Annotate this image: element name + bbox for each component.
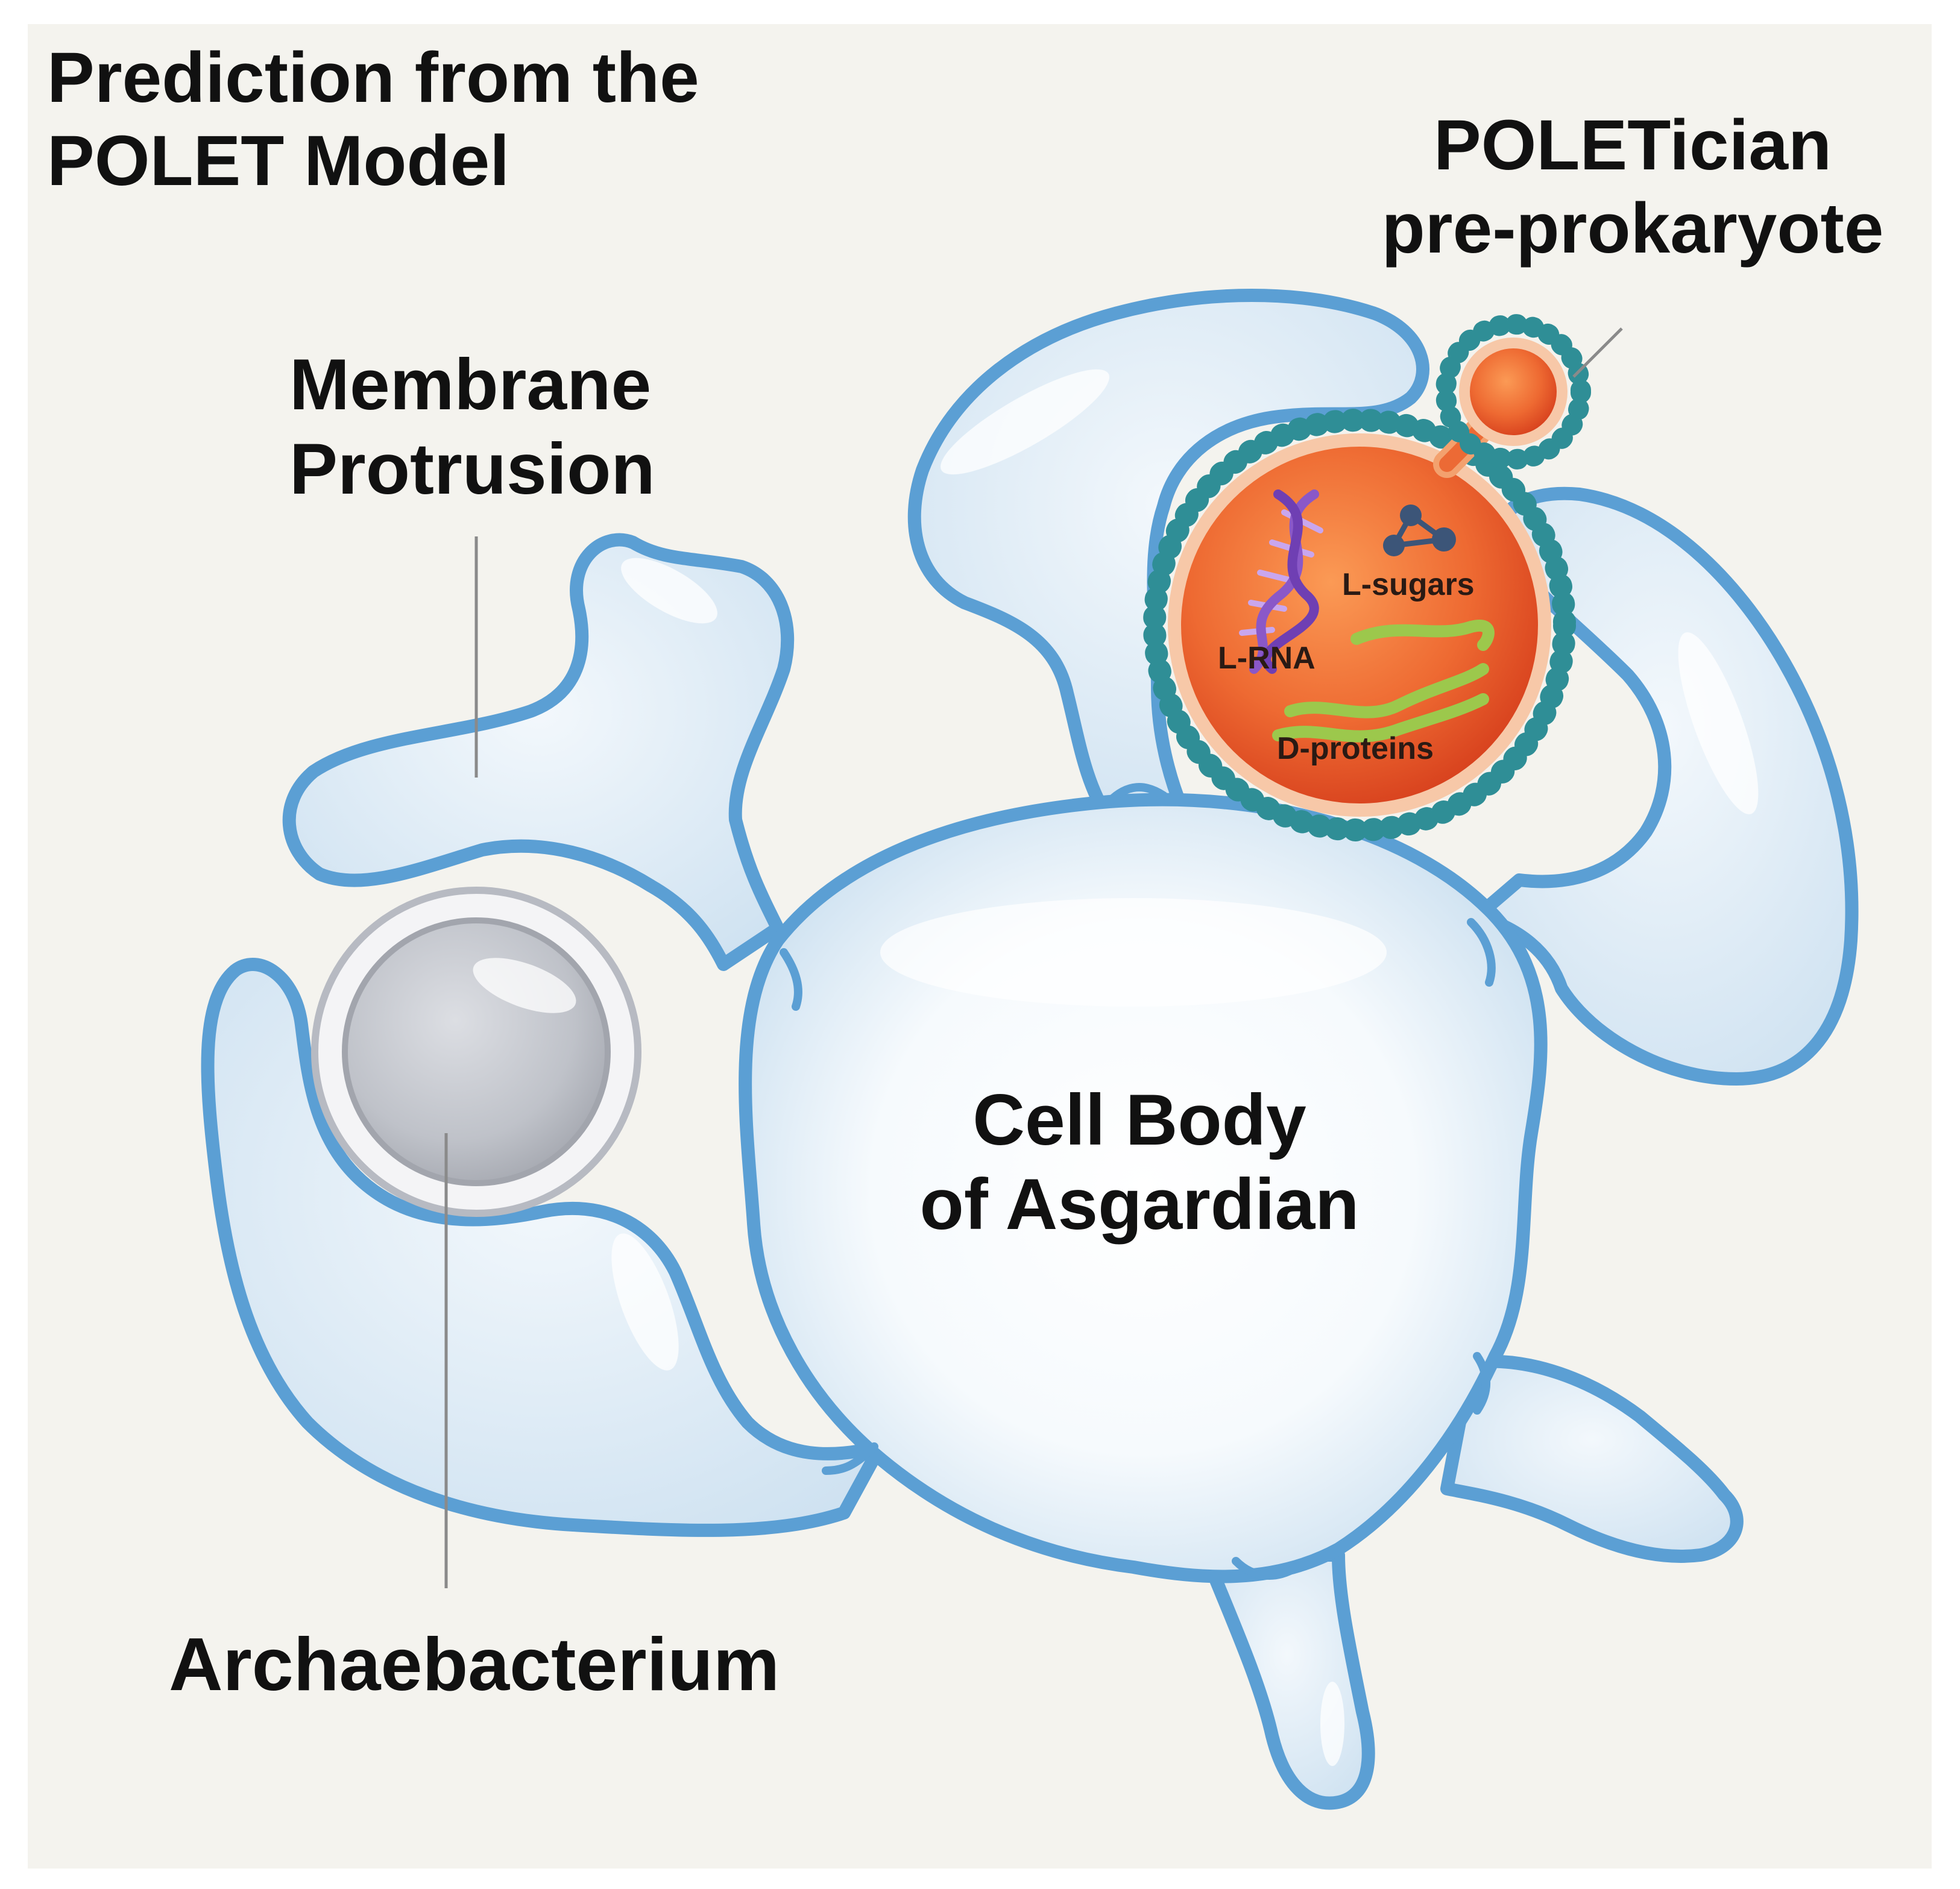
l-sugars-label: L-sugars: [1342, 567, 1475, 602]
title-line-1: Prediction from the: [47, 38, 699, 118]
cell-body: [739, 793, 1548, 1583]
title-line-2: POLET Model: [47, 121, 509, 201]
protrusion-lower-left: [201, 958, 887, 1537]
protrusion-right: [1470, 486, 1859, 1086]
dna-helix-icon: [1239, 489, 1323, 674]
archaebacterium-label: Archaebacterium: [169, 1623, 780, 1706]
cell-body-line-1: Cell Body: [972, 1080, 1306, 1160]
poletician-line-2: pre-prokaryote: [1381, 189, 1884, 269]
archaebacterium-cell: [311, 887, 641, 1217]
cell-body-line-2: of Asgardian: [919, 1164, 1360, 1245]
pointer-lines: [444, 327, 1623, 1588]
cell-body-label: Cell Body of Asgardian: [892, 1078, 1387, 1247]
protrusion-lower-right: [1440, 1354, 1744, 1563]
membrane-protrusion-line-1: Membrane: [289, 344, 652, 425]
l-rna-label: L-RNA: [1218, 641, 1316, 676]
membrane-protrusion-label: Membrane Protrusion: [289, 342, 655, 512]
sugar-molecule-icon: [1383, 504, 1456, 556]
protein-strands-icon: [1272, 620, 1495, 743]
d-proteins-label: D-proteins: [1277, 731, 1434, 766]
diagram-title: Prediction from the POLET Model: [47, 36, 699, 203]
membrane-junctions: [780, 783, 1496, 1580]
membrane-protrusions: [201, 289, 1859, 1810]
poletician-line-1: POLETician: [1433, 105, 1832, 185]
arm-highlights: [611, 369, 1759, 1766]
protrusion-bottom: [1199, 1548, 1375, 1810]
cell-body-highlight: [880, 898, 1387, 1007]
protrusion-upper-left: [282, 533, 795, 971]
poletician-label: POLETician pre-prokaryote: [1349, 104, 1916, 270]
membrane-protrusion-line-2: Protrusion: [289, 429, 655, 510]
